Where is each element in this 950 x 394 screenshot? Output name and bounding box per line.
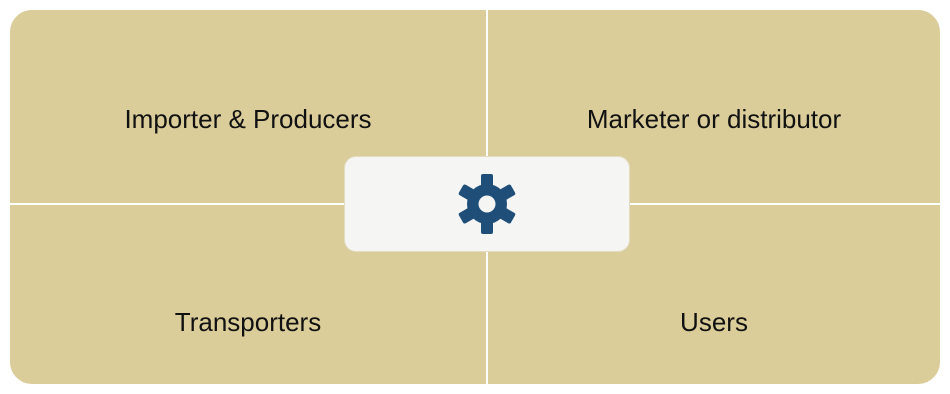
quadrant-bottom-left: Transporters (10, 205, 486, 384)
quadrant-label-transporters: Transporters (174, 307, 322, 337)
quadrant-label-marketer-distributor: Marketer or distributor (586, 104, 842, 134)
quadrant-top-left: Importer & Producers (10, 10, 486, 203)
quadrant-label-users: Users (680, 307, 748, 337)
gear-icon (458, 174, 516, 234)
center-hub (344, 156, 630, 252)
quadrant-label-importer-producers: Importer & Producers (124, 104, 372, 134)
